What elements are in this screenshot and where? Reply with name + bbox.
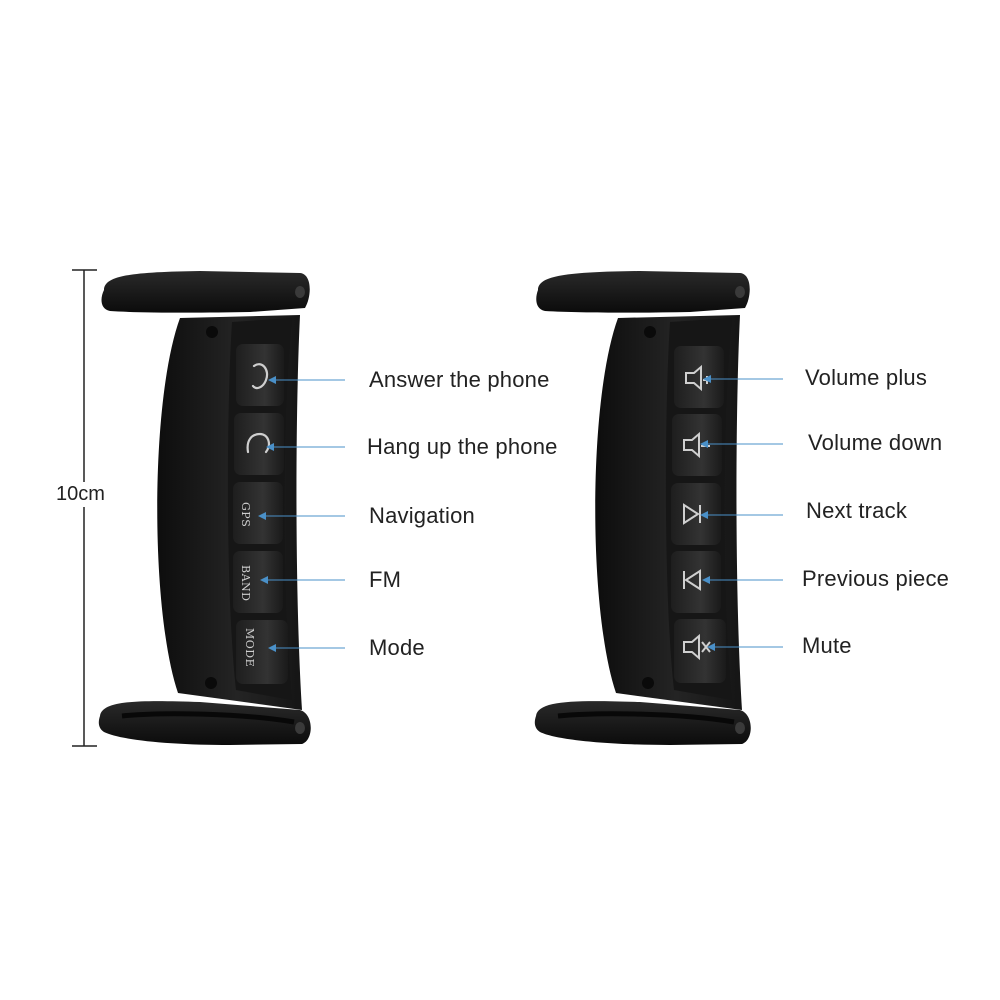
volume-down-button[interactable] — [672, 414, 722, 476]
callout-mute: Mute — [802, 633, 852, 658]
callout-mode: Mode — [369, 635, 425, 660]
gps-button[interactable] — [233, 482, 283, 544]
left-top-clip — [101, 271, 310, 313]
dimension-bar — [72, 269, 97, 747]
mute-icon — [683, 633, 711, 661]
callout-next-track: Next track — [806, 498, 908, 523]
right-leader-lines — [702, 378, 783, 648]
volume-plus-button[interactable] — [674, 346, 724, 408]
phone-hangup-icon — [246, 432, 270, 454]
next-track-icon — [683, 503, 701, 525]
band-label: BAND — [239, 565, 252, 601]
callout-answer-phone: Answer the phone — [369, 367, 550, 392]
previous-track-button[interactable] — [671, 551, 721, 613]
right-top-clip — [536, 271, 750, 313]
phone-answer-icon — [251, 363, 269, 390]
band-button[interactable] — [233, 551, 283, 613]
mode-button[interactable] — [236, 620, 288, 684]
mode-label: MODE — [243, 628, 256, 667]
left-leader-lines — [260, 379, 345, 649]
gps-label: GPS — [239, 502, 252, 527]
answer-button[interactable] — [236, 344, 284, 406]
right-remote — [534, 271, 783, 745]
left-bottom-clip — [98, 701, 311, 745]
previous-track-icon — [683, 569, 701, 591]
right-bottom-clip — [534, 701, 751, 745]
dimension-label: 10cm — [56, 482, 105, 507]
callout-fm: FM — [369, 567, 402, 592]
callout-navigation: Navigation — [369, 503, 475, 528]
callout-volume-down: Volume down — [808, 430, 943, 455]
hangup-button[interactable] — [234, 413, 284, 475]
next-track-button[interactable] — [671, 483, 721, 545]
left-leader-arrows — [258, 376, 276, 652]
left-remote: GPS BAND MODE — [98, 271, 345, 745]
right-leader-arrows — [700, 375, 715, 651]
callout-hang-up-phone: Hang up the phone — [367, 434, 558, 459]
callout-volume-plus: Volume plus — [805, 365, 928, 390]
callout-previous-piece: Previous piece — [802, 566, 950, 591]
